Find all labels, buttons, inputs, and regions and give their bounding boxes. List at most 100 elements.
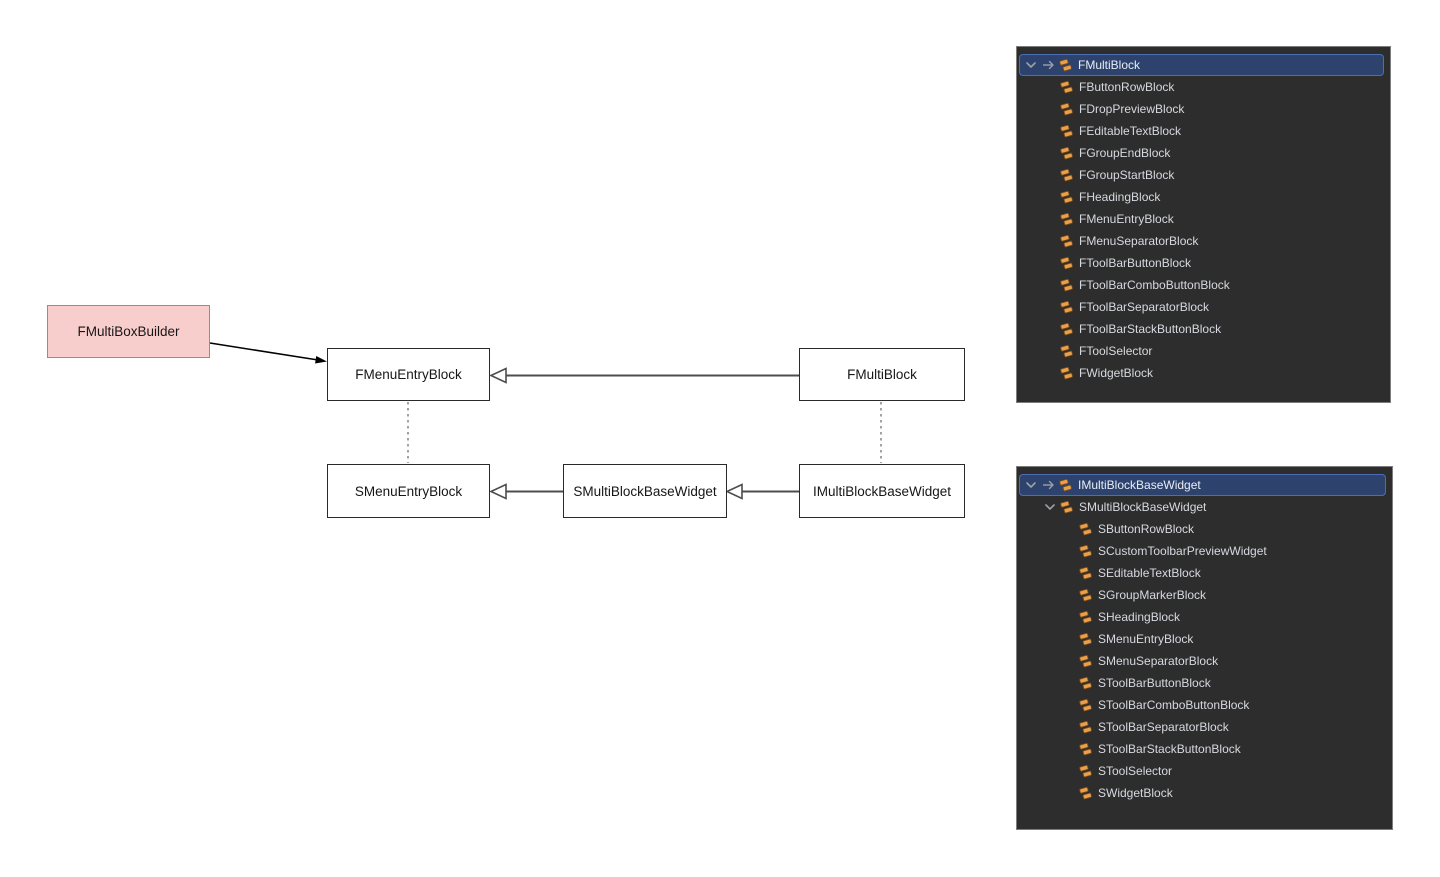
navigate-arrow-icon [1039,477,1057,493]
tree-row[interactable]: FDropPreviewBlock [1019,98,1384,120]
tree-item-label: SWidgetBlock [1098,786,1173,800]
cpp-class-icon [1077,631,1094,647]
tree-item-label: SToolBarStackButtonBlock [1098,742,1241,756]
diagram-node-smenuentryblock[interactable]: SMenuEntryBlock [327,464,490,518]
tree-row[interactable]: FToolSelector [1019,340,1384,362]
cpp-class-icon [1058,499,1075,515]
cpp-class-icon [1058,255,1075,271]
cpp-class-icon [1058,343,1075,359]
chevron-down-icon[interactable] [1023,477,1039,493]
tree-item-label: FGroupStartBlock [1079,168,1175,182]
cpp-class-icon [1077,521,1094,537]
tree-item-label: SToolBarComboButtonBlock [1098,698,1250,712]
cpp-class-icon [1058,321,1075,337]
tree-row[interactable]: FToolBarStackButtonBlock [1019,318,1384,340]
cpp-class-icon [1057,57,1074,73]
navigate-arrow-icon [1039,57,1057,73]
tree-item-label: SToolBarSeparatorBlock [1098,720,1229,734]
tree-item-label: FMenuEntryBlock [1079,212,1174,226]
tree-item-label: SEditableTextBlock [1098,566,1201,580]
tree-item-label: IMultiBlockBaseWidget [1078,478,1201,492]
tree-item-label: SToolSelector [1098,764,1173,778]
cpp-class-icon [1058,299,1075,315]
tree-row[interactable]: SToolBarComboButtonBlock [1019,694,1386,716]
tree-row[interactable]: FToolBarComboButtonBlock [1019,274,1384,296]
tree-row[interactable]: FToolBarButtonBlock [1019,252,1384,274]
type-hierarchy-panel-imultiblockbasewidget: IMultiBlockBaseWidget SMultiBlockBaseWid… [1016,466,1393,830]
tree-item-label: SButtonRowBlock [1098,522,1195,536]
tree-item-label: FToolBarButtonBlock [1079,256,1192,270]
tree-row[interactable]: SToolSelector [1019,760,1386,782]
tree-item-label: SMenuSeparatorBlock [1098,654,1219,668]
tree-row[interactable]: FGroupEndBlock [1019,142,1384,164]
cpp-class-icon [1077,763,1094,779]
tree-item-label: SMenuEntryBlock [1098,632,1194,646]
cpp-class-icon [1077,675,1094,691]
tree-row[interactable]: FGroupStartBlock [1019,164,1384,186]
tree-item-label: FHeadingBlock [1079,190,1161,204]
tree-item-label: FWidgetBlock [1079,366,1154,380]
tree-row[interactable]: SMultiBlockBaseWidget [1019,496,1386,518]
tree-item-label: SGroupMarkerBlock [1098,588,1207,602]
tree-row[interactable]: SEditableTextBlock [1019,562,1386,584]
cpp-class-icon [1058,365,1075,381]
cpp-class-icon [1057,477,1074,493]
tree-row[interactable]: SToolBarSeparatorBlock [1019,716,1386,738]
cpp-class-icon [1077,587,1094,603]
tree-row[interactable]: FToolBarSeparatorBlock [1019,296,1384,318]
cpp-class-icon [1058,233,1075,249]
tree-item-label: FMultiBlock [1078,58,1141,72]
tree-row[interactable]: FMenuEntryBlock [1019,208,1384,230]
tree-item-label: FButtonRowBlock [1079,80,1175,94]
tree-row[interactable]: FButtonRowBlock [1019,76,1384,98]
tree-row[interactable]: SButtonRowBlock [1019,518,1386,540]
tree-item-label: FMenuSeparatorBlock [1079,234,1199,248]
cpp-class-icon [1058,167,1075,183]
tree-row[interactable]: SMenuEntryBlock [1019,628,1386,650]
tree-item-label: FToolBarSeparatorBlock [1079,300,1210,314]
tree-item-label: SHeadingBlock [1098,610,1181,624]
tree-row[interactable]: FWidgetBlock [1019,362,1384,384]
cpp-class-icon [1058,189,1075,205]
diagram-node-fmultiboxbuilder[interactable]: FMultiBoxBuilder [47,305,210,358]
type-hierarchy-panel-fmultiblock: FMultiBlock FButtonRowBlock [1016,46,1391,403]
cpp-class-icon [1058,145,1075,161]
cpp-class-icon [1077,653,1094,669]
cpp-class-icon [1077,609,1094,625]
tree-row[interactable]: SGroupMarkerBlock [1019,584,1386,606]
tree-item-label: SMultiBlockBaseWidget [1079,500,1207,514]
tree-row[interactable]: SMenuSeparatorBlock [1019,650,1386,672]
cpp-class-icon [1077,719,1094,735]
cpp-class-icon [1058,277,1075,293]
cpp-class-icon [1077,785,1094,801]
diagram-node-fmultiblock[interactable]: FMultiBlock [799,348,965,401]
tree-row[interactable]: FMultiBlock [1019,54,1384,76]
chevron-down-icon[interactable] [1042,499,1058,515]
cpp-class-icon [1058,123,1075,139]
cpp-class-icon [1058,211,1075,227]
cpp-class-icon [1077,543,1094,559]
tree-row[interactable]: SWidgetBlock [1019,782,1386,804]
tree-row[interactable]: SHeadingBlock [1019,606,1386,628]
cpp-class-icon [1077,697,1094,713]
tree-item-label: FToolSelector [1079,344,1153,358]
tree-row[interactable]: SCustomToolbarPreviewWidget [1019,540,1386,562]
cpp-class-icon [1077,565,1094,581]
chevron-down-icon[interactable] [1023,57,1039,73]
tree-item-label: SToolBarButtonBlock [1098,676,1211,690]
diagram-node-fmenuentryblock[interactable]: FMenuEntryBlock [327,348,490,401]
tree-row[interactable]: FEditableTextBlock [1019,120,1384,142]
tree-row[interactable]: SToolBarStackButtonBlock [1019,738,1386,760]
tree-row[interactable]: FHeadingBlock [1019,186,1384,208]
tree-row[interactable]: FMenuSeparatorBlock [1019,230,1384,252]
cpp-class-icon [1077,741,1094,757]
tree-item-label: FToolBarStackButtonBlock [1079,322,1222,336]
tree-row[interactable]: SToolBarButtonBlock [1019,672,1386,694]
tree-row[interactable]: IMultiBlockBaseWidget [1019,474,1386,496]
diagram-node-smultiblockbasewidget[interactable]: SMultiBlockBaseWidget [563,464,727,518]
tree-item-label: FDropPreviewBlock [1079,102,1185,116]
diagram-node-imultiblockbasewidget[interactable]: IMultiBlockBaseWidget [799,464,965,518]
cpp-class-icon [1058,101,1075,117]
tree-item-label: SCustomToolbarPreviewWidget [1098,544,1267,558]
